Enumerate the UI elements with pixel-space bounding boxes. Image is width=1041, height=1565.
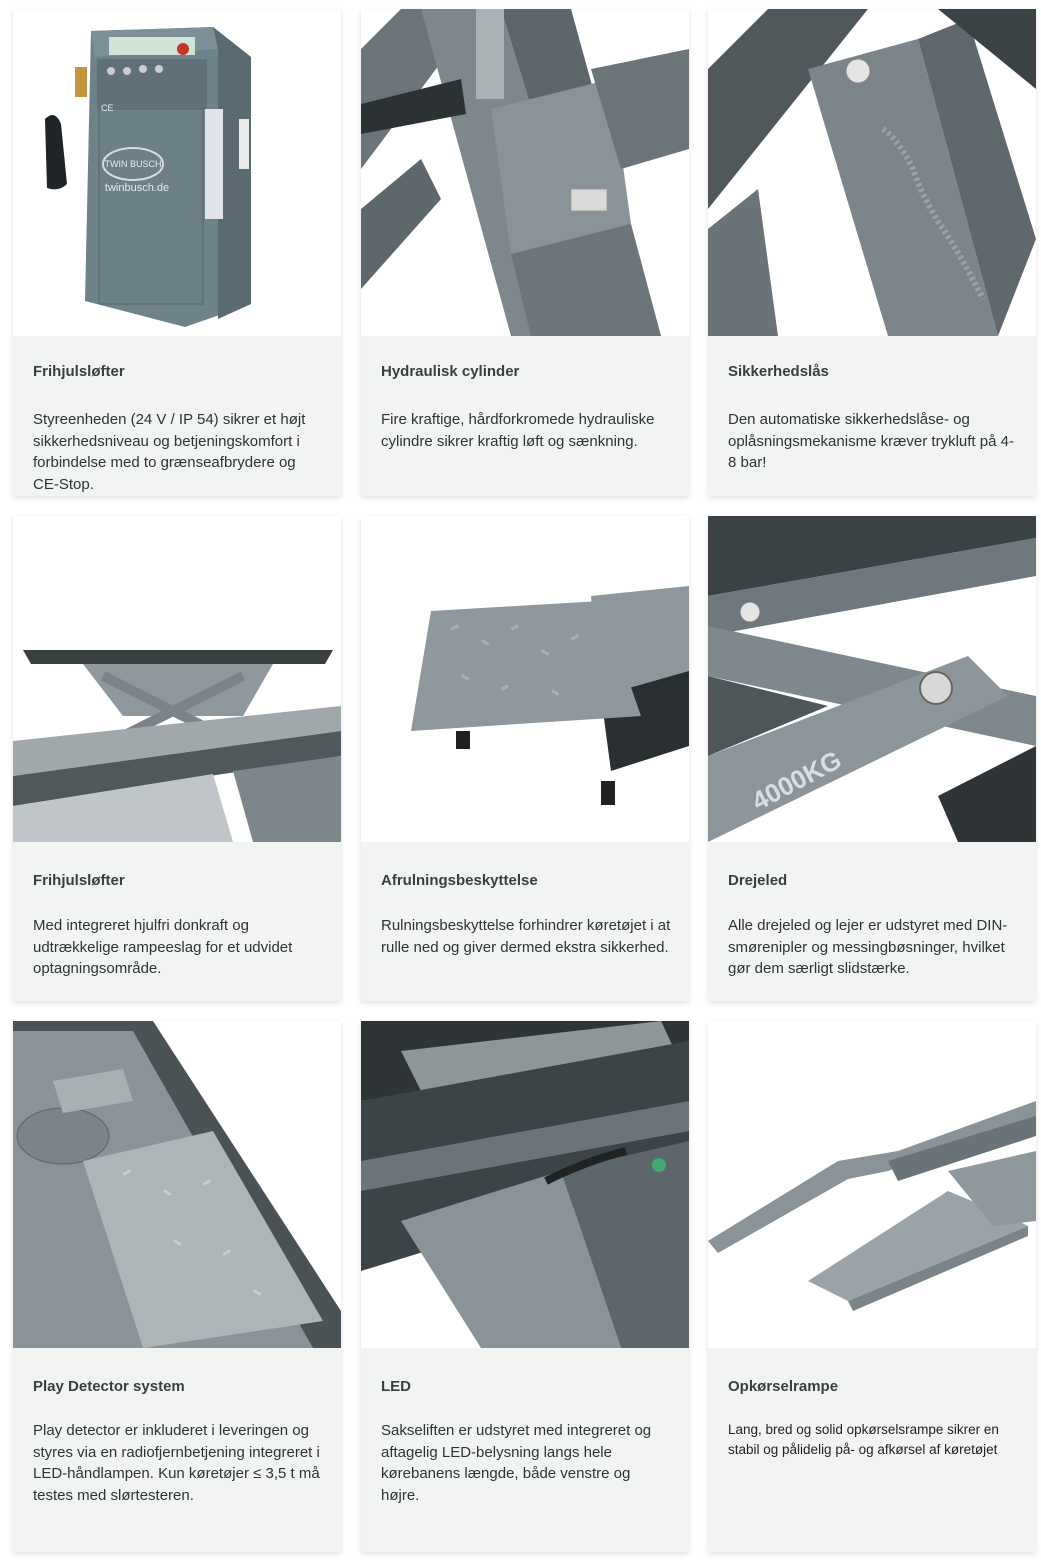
wheel-free-jack-image: [13, 516, 341, 842]
card-description: Fire kraftige, hårdforkromede hydraulisk…: [381, 411, 655, 450]
card-title: Hydraulisk cylinder: [381, 363, 520, 380]
feature-card-safety-lock: Sikkerhedslås Den automatiske sikkerheds…: [708, 9, 1036, 496]
card-description: Alle drejeled og lejer er udstyret med D…: [728, 917, 1008, 977]
feature-card-drive-on-ramp: Opkørselrampe Lang, bred og solid opkørs…: [708, 1021, 1036, 1552]
card-description: Den automatiske sikkerhedslåse- og oplås…: [728, 411, 1014, 471]
ce-mark: CE: [101, 103, 114, 113]
roll-off-protection-image: [361, 516, 689, 842]
hydraulic-cylinder-image: [361, 9, 689, 336]
card-description: Styreenheden (24 V / IP 54) sikrer et hø…: [33, 411, 306, 493]
card-title: Frihjulsløfter: [33, 363, 125, 380]
card-description: Lang, bred og solid opkørselsrampe sikre…: [728, 1422, 999, 1457]
card-description: Med integreret hjulfri donkraft og udtræ…: [33, 917, 293, 977]
card-title: Sikkerhedslås: [728, 363, 829, 380]
card-title: Frihjulsløfter: [33, 872, 125, 889]
feature-card-control-unit: TWIN BUSCH twinbusch.de CE Frihjulsløfte…: [13, 9, 341, 496]
card-title: Play Detector system: [33, 1378, 185, 1395]
card-description: Play detector er inkluderet i leveringen…: [33, 1422, 320, 1504]
brand-logo: TWIN BUSCH: [105, 159, 162, 169]
led-image: [361, 1021, 689, 1348]
feature-card-pivot-joint: 4000KG Drejeled Alle drejeled og lejer e…: [708, 516, 1036, 1001]
safety-lock-image: [708, 9, 1036, 336]
card-title: Opkørselrampe: [728, 1378, 839, 1395]
card-title: LED: [381, 1378, 411, 1395]
feature-card-hydraulic-cylinder: Hydraulisk cylinder Fire kraftige, hårdf…: [361, 9, 689, 496]
pivot-joint-image: 4000KG: [708, 516, 1036, 842]
brand-website: twinbusch.de: [105, 182, 169, 194]
play-detector-image: [13, 1021, 341, 1348]
feature-card-play-detector: Play Detector system Play detector er in…: [13, 1021, 341, 1552]
feature-card-led: LED Sakseliften er udstyret med integrer…: [361, 1021, 689, 1552]
drive-on-ramp-image: [708, 1021, 1036, 1348]
feature-card-wheel-free-jack: Frihjulsløfter Med integreret hjulfri do…: [13, 516, 341, 1001]
card-description: Sakseliften er udstyret med integreret o…: [381, 1422, 652, 1504]
feature-card-roll-off-protection: Afrulningsbeskyttelse Rulningsbeskyttels…: [361, 516, 689, 1001]
card-title: Afrulningsbeskyttelse: [381, 872, 538, 889]
card-title: Drejeled: [728, 872, 788, 889]
control-unit-image: TWIN BUSCH twinbusch.de CE: [13, 9, 341, 336]
card-description: Rulningsbeskyttelse forhindrer køretøjet…: [381, 917, 671, 956]
